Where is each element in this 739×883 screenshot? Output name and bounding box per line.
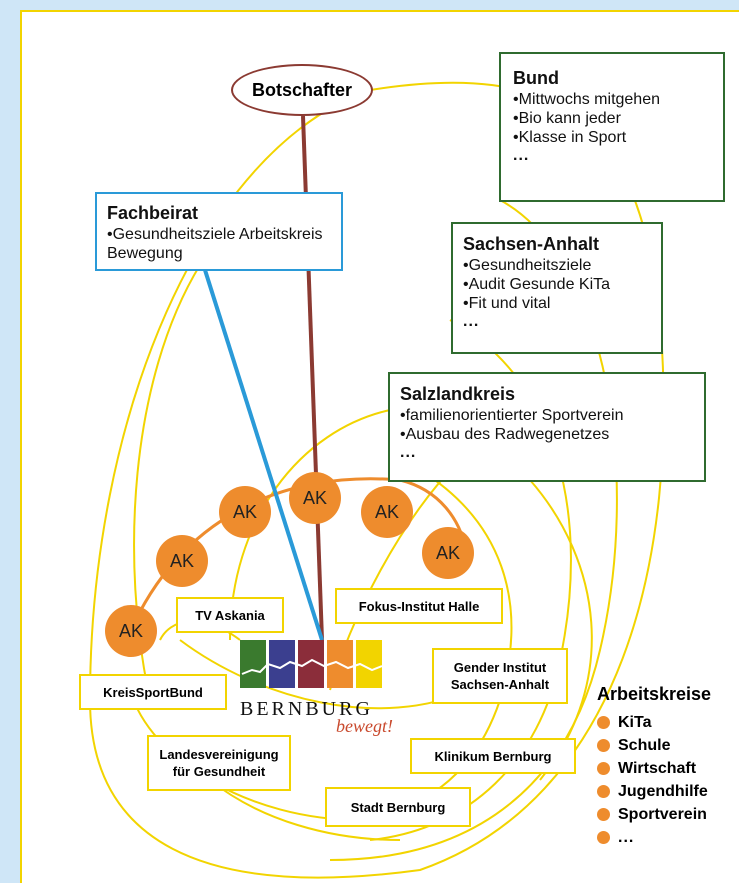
bund-title: Bund (513, 68, 559, 88)
partner-tv-askania: TV Askania (176, 597, 284, 633)
ak-node: AK (422, 527, 474, 579)
partner-fokus-institut: Fokus-Institut Halle (335, 588, 503, 624)
bund-item: Bio kann jeder (513, 109, 711, 128)
partner-gender-institut: Gender Institut Sachsen-Anhalt (432, 648, 568, 704)
sachsen-anhalt-item: Audit Gesunde KiTa (463, 275, 651, 294)
legend-item: Wirtschaft (597, 757, 739, 780)
salzlandkreis-box: Salzlandkreis familienorientierter Sport… (388, 372, 706, 482)
orange-dot-icon (597, 716, 610, 729)
orange-dot-icon (597, 762, 610, 775)
fachbeirat-item: Gesundheitsziele Arbeitskreis Bewegung (107, 225, 327, 263)
sachsen-anhalt-item: Gesundheitsziele (463, 256, 651, 275)
salzlandkreis-item: Ausbau des Radwegenetzes (400, 425, 694, 444)
legend-item: Jugendhilfe (597, 780, 739, 803)
bund-item: Mittwochs mitgehen (513, 90, 711, 109)
ak-node: AK (361, 486, 413, 538)
legend-item: KiTa (597, 711, 739, 734)
bernburg-logo-mark (240, 640, 383, 688)
ak-node: AK (289, 472, 341, 524)
partner-kreissportbund: KreisSportBund (79, 674, 227, 710)
salzlandkreis-title: Salzlandkreis (400, 384, 516, 404)
fachbeirat-title: Fachbeirat (107, 203, 199, 223)
sachsen-anhalt-title: Sachsen-Anhalt (463, 234, 600, 254)
legend-item: Schule (597, 734, 739, 757)
bernburg-logo-slogan: bewegt! (336, 716, 393, 736)
salzlandkreis-item: familienorientierter Sportverein (400, 406, 694, 425)
sachsen-anhalt-more: ... (463, 313, 480, 330)
orange-dot-icon (597, 785, 610, 798)
bund-box: Bund Mittwochs mitgehen Bio kann jeder K… (499, 52, 725, 202)
orange-dot-icon (597, 808, 610, 821)
bund-more: ... (513, 147, 530, 164)
bernburg-logo: BERNBURG bewegt! (240, 640, 393, 736)
fachbeirat-box: Fachbeirat Gesundheitsziele Arbeitskreis… (95, 192, 343, 271)
legend: Arbeitskreise KiTa Schule Wirtschaft Jug… (597, 684, 739, 849)
ak-node: AK (156, 535, 208, 587)
botschafter-node: Botschafter (231, 64, 373, 116)
ak-node: AK (219, 486, 271, 538)
legend-title: Arbeitskreise (597, 684, 712, 704)
bund-item: Klasse in Sport (513, 128, 711, 147)
salzlandkreis-more: ... (400, 444, 417, 461)
partner-landesvereinigung: Landesvereinigung für Gesundheit (147, 735, 291, 791)
orange-dot-icon (597, 831, 610, 844)
ak-node: AK (105, 605, 157, 657)
orange-dot-icon (597, 739, 610, 752)
bernburg-logo-text: BERNBURG (240, 698, 373, 720)
partner-stadt-bernburg: Stadt Bernburg (325, 787, 471, 827)
legend-item: ... (597, 826, 739, 849)
sachsen-anhalt-item: Fit und vital (463, 294, 651, 313)
legend-item: Sportverein (597, 803, 739, 826)
partner-klinikum: Klinikum Bernburg (410, 738, 576, 774)
sachsen-anhalt-box: Sachsen-Anhalt Gesundheitsziele Audit Ge… (451, 222, 663, 354)
